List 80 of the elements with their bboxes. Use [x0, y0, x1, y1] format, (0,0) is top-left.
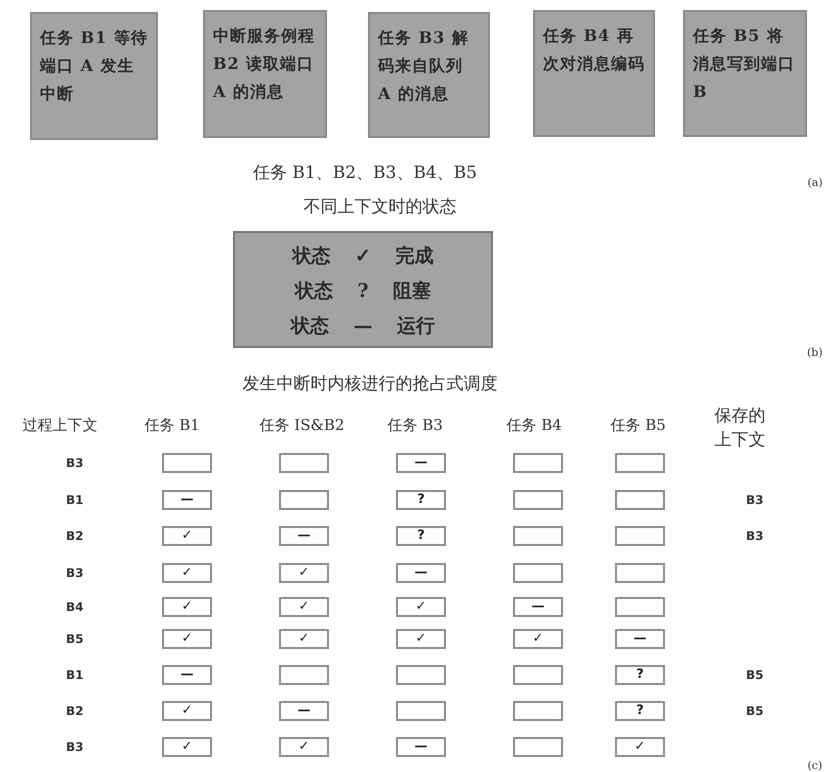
caption: 不同上下文时的状态 [304, 196, 456, 218]
state-cell [615, 526, 665, 546]
saved-context-label: B3 [746, 493, 764, 507]
state-cell: — [396, 563, 446, 583]
panel-label: (a) [808, 176, 823, 188]
state-cell: — [396, 737, 446, 757]
legend-entry: 状态 — 运行 [289, 314, 436, 339]
state-cell: ✓ [513, 629, 563, 649]
state-cell: — [615, 629, 665, 649]
task-box: 任务 B1 等待端口 A 发生中断 [30, 12, 158, 140]
column-header: 过程上下文 [22, 416, 98, 434]
panel-label: (c) [808, 758, 822, 772]
state-cell [396, 665, 446, 685]
state-cell: ✓ [279, 597, 329, 617]
state-cell: ? [615, 665, 665, 685]
state-cell: ? [396, 526, 446, 546]
table-title: 发生中断时内核进行的抢占式调度 [242, 372, 498, 394]
row-label: B3 [66, 740, 84, 754]
state-cell [513, 737, 563, 757]
state-cell [615, 563, 665, 583]
state-cell: ✓ [162, 737, 212, 757]
state-cell [615, 597, 665, 617]
state-cell: — [162, 665, 212, 685]
state-cell [513, 563, 563, 583]
row-label: B2 [66, 704, 84, 718]
row-label: B1 [66, 493, 84, 507]
task-box: 中断服务例程 B2 读取端口 A 的消息 [203, 10, 327, 138]
state-cell: ? [615, 701, 665, 721]
state-cell: ✓ [279, 737, 329, 757]
panel-label: (b) [807, 346, 823, 358]
state-cell [513, 490, 563, 510]
state-cell [513, 526, 563, 546]
state-cell: — [396, 453, 446, 473]
state-cell [162, 453, 212, 473]
row-label: B5 [66, 632, 84, 646]
state-cell: — [279, 701, 329, 721]
state-cell [279, 665, 329, 685]
state-cell: — [162, 490, 212, 510]
column-header: 任务 B5 [610, 416, 666, 434]
column-header: 任务 B3 [388, 416, 443, 434]
task-box: 任务 B4 再次对消息编码 [533, 10, 655, 137]
state-cell [513, 453, 563, 473]
state-cell [615, 490, 665, 510]
state-cell [279, 490, 329, 510]
saved-context-label: B5 [746, 704, 764, 718]
state-cell: — [513, 597, 563, 617]
caption: 任务 B1、B2、B3、B4、B5 [253, 162, 477, 184]
saved-context-label: B5 [746, 668, 764, 682]
column-header: 保存的上下文 [714, 405, 766, 452]
row-label: B3 [66, 456, 84, 470]
column-header: 任务 IS&B2 [260, 416, 344, 434]
state-cell: ? [396, 490, 446, 510]
state-cell [615, 453, 665, 473]
state-cell: ✓ [162, 629, 212, 649]
column-header: 任务 B1 [144, 416, 200, 434]
saved-context-label: B3 [746, 529, 764, 543]
task-box: 任务 B5 将消息写到端口 B [683, 10, 807, 137]
state-cell: ✓ [615, 737, 665, 757]
state-cell: ✓ [396, 597, 446, 617]
state-cell: ✓ [279, 563, 329, 583]
row-label: B3 [66, 566, 84, 580]
row-label: B4 [66, 600, 84, 614]
legend-entry: 状态 ✓ 完成 [290, 244, 435, 269]
column-header: 任务 B4 [506, 416, 562, 434]
state-cell [279, 453, 329, 473]
state-cell: — [279, 526, 329, 546]
legend-entry: 状态 ? 阻塞 [293, 279, 432, 304]
state-cell: ✓ [162, 597, 212, 617]
state-cell [513, 665, 563, 685]
state-cell [513, 701, 563, 721]
state-cell: ✓ [279, 629, 329, 649]
state-cell: ✓ [162, 701, 212, 721]
status-legend-box [233, 231, 493, 348]
state-cell: ✓ [396, 629, 446, 649]
row-label: B1 [66, 668, 84, 682]
state-cell: ✓ [162, 526, 212, 546]
state-cell [396, 701, 446, 721]
row-label: B2 [66, 529, 84, 543]
state-cell: ✓ [162, 563, 212, 583]
task-box: 任务 B3 解码来自队列 A 的消息 [368, 12, 490, 138]
